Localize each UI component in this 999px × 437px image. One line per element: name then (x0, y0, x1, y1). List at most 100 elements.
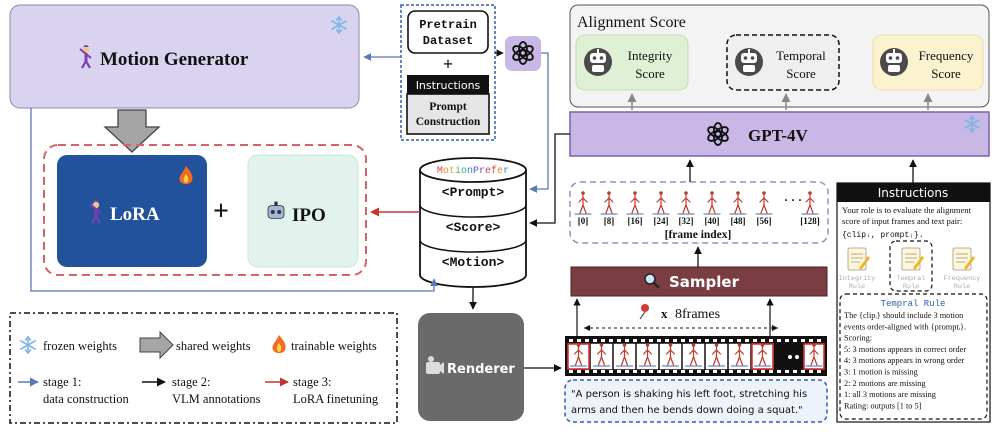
film-hole (601, 370, 605, 373)
tempral-rule-line: 3: 1 motion is missing (844, 368, 918, 377)
tempral-rule-line: Rating: outputs [1 to 5] (844, 401, 922, 410)
instructions-header (407, 75, 489, 94)
film-hole (745, 339, 749, 342)
gpt-logo-box (505, 36, 541, 71)
motion-generator-label: Motion Generator (100, 49, 249, 70)
film-hole (793, 370, 797, 373)
film-hole (705, 339, 709, 342)
frame-ellipsis: · · · (784, 193, 802, 207)
tempral-rule-box (839, 293, 988, 420)
legend-frozen: frozen weights (43, 339, 117, 353)
legend-flame-icon (272, 335, 286, 353)
film-hole (665, 339, 669, 342)
sampler-box (570, 266, 828, 297)
rule-tempral-2: Rule (903, 283, 919, 291)
film-hole (753, 339, 757, 342)
pretrain-line1: Pretrain (419, 18, 477, 32)
tempral-rule-line: 2: 2 motions are missing (844, 379, 926, 388)
temporal-score-box (726, 34, 840, 91)
tempral-rule-lines: The {clipᵢ} should include 3 motionevent… (844, 311, 966, 410)
film-hole (593, 339, 597, 342)
film-hole (609, 370, 613, 373)
film-hole (657, 339, 661, 342)
integrity-line1: Integrity (628, 48, 673, 63)
gpt4v-label: GPT-4V (748, 126, 809, 145)
legend-stage1-a: stage 1: (43, 375, 82, 389)
film-hole (793, 339, 797, 342)
sampler-label: Sampler (669, 273, 740, 291)
motionprefer-database (419, 157, 527, 288)
db-row-score: <Score> (446, 220, 501, 235)
search-icon (644, 273, 660, 289)
instructions-intro-2: score of input frames and text pair: (842, 216, 962, 226)
camera-icon (426, 356, 444, 374)
tempral-rule-line: 1: all 3 motions are missing (844, 390, 936, 399)
dataset-outer (400, 4, 496, 141)
tempral-rule-line: 4: 3 motions appears in wrong order (844, 356, 965, 365)
film-dot (788, 355, 792, 359)
film-hole (705, 370, 709, 373)
film-hole (713, 370, 717, 373)
legend-stage3-a: stage 3: (293, 375, 332, 389)
tempral-rule-line: Scoring: (844, 334, 872, 343)
film-hole (721, 339, 725, 342)
frame-index-label: [56] (757, 216, 772, 226)
robot-icon-integrity (584, 48, 612, 76)
frame-labels: [0][8][16][24][32][40][48][56][128] (578, 216, 820, 226)
frequency-line1: Frequency (919, 48, 974, 63)
film-hole (649, 339, 653, 342)
film-hole (593, 370, 597, 373)
frame-index-caption: [frame index] (665, 229, 732, 241)
arrow-generator-to-db (30, 108, 438, 292)
motion-caption-box (564, 379, 828, 423)
film-hole (729, 370, 733, 373)
instructions-intro-1: Your role is to evaluate the alignment (842, 205, 972, 215)
film-hole (785, 370, 789, 373)
legend-stage2-a: stage 2: (172, 375, 211, 389)
dataset-plus: + (443, 54, 453, 74)
legend-stage2-b: VLM annotations (172, 392, 261, 406)
film-hole (617, 339, 621, 342)
film-hole (817, 339, 821, 342)
frame-index-label: [128] (800, 216, 820, 226)
integrity-line2: Score (635, 66, 665, 81)
film-hole (809, 339, 813, 342)
rule-frequency-2: Rule (954, 283, 970, 291)
film-holes (569, 339, 821, 373)
integrity-score-box (575, 34, 689, 91)
film-hole (745, 370, 749, 373)
film-hole (697, 339, 701, 342)
prompt-construction-box (406, 93, 490, 135)
lora-ipo-container (43, 144, 367, 276)
film-hole (665, 370, 669, 373)
caption-line1: "A person is shaking his left foot, stre… (571, 389, 807, 400)
frequency-score-box (872, 34, 984, 91)
lora-label: LoRA (110, 204, 160, 225)
film-frames (567, 342, 825, 370)
frame-index-label: [8] (604, 216, 615, 226)
rule-integrity-2: Rule (849, 283, 865, 291)
robot-icon-temporal (735, 48, 763, 76)
film-hole (657, 370, 661, 373)
film-hole (569, 339, 573, 342)
ipo-label: IPO (292, 205, 326, 226)
film-hole (625, 339, 629, 342)
ipo-box (247, 154, 359, 268)
instructions-intro-3: {clipᵢ, promptᵢ}. (842, 231, 924, 240)
tempral-rule-highlight (889, 240, 933, 292)
frame-index-label: [24] (654, 216, 669, 226)
film-hole (681, 370, 685, 373)
pin-icon (639, 304, 649, 320)
film-hole (633, 370, 637, 373)
film-hole (585, 339, 589, 342)
frame-index-label: [40] (705, 216, 720, 226)
tempral-rule-line: events order-aligned with {promptᵢ}. (844, 322, 966, 331)
arrow-gpt-to-prompt (529, 52, 549, 193)
prompt-line2: Construction (416, 116, 481, 128)
tempral-rule-title: Tempral Rule (881, 299, 946, 309)
film-hole (673, 339, 677, 342)
film-hole (769, 339, 773, 342)
alignment-score-title: Alignment Score (577, 14, 686, 31)
film-hole (785, 339, 789, 342)
